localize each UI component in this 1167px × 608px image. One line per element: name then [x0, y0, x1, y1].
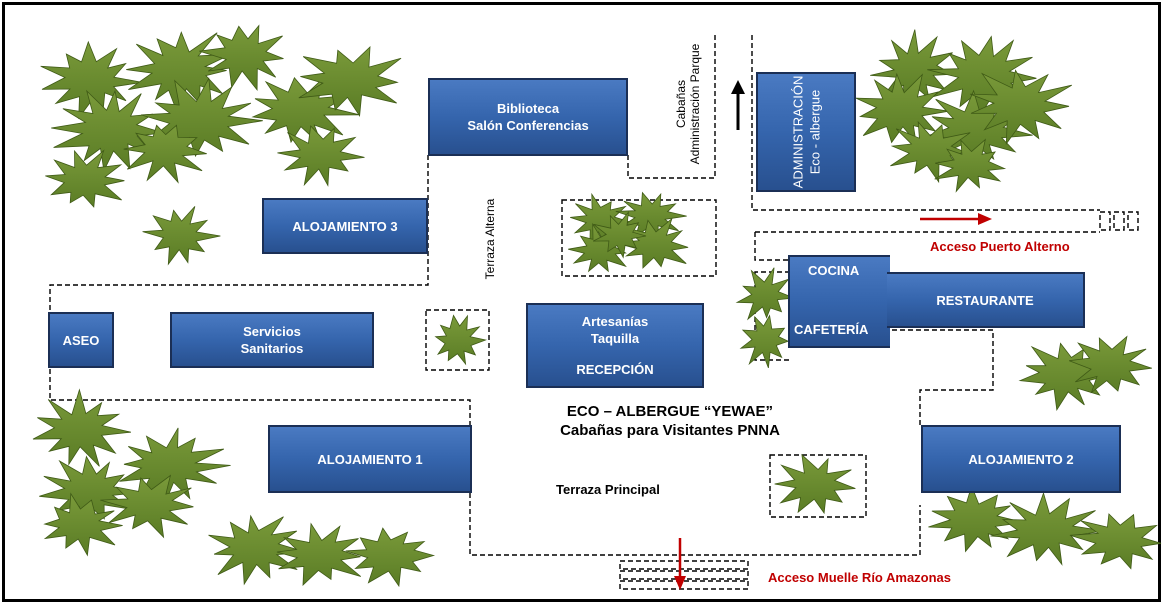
tree-icon — [934, 138, 1007, 193]
tree-icon — [43, 492, 123, 557]
tree-icon — [870, 29, 954, 106]
tree-icon — [739, 314, 790, 369]
building-cocina-cafeteria — [788, 255, 890, 348]
tree-icon — [208, 514, 307, 586]
tree-icon — [123, 124, 207, 184]
trees — [32, 24, 1162, 588]
tree-icon — [1069, 513, 1162, 570]
tree-icon — [142, 206, 221, 266]
north-arrow-icon — [731, 80, 745, 94]
tree-icon — [199, 24, 284, 92]
tree-icon — [434, 314, 488, 366]
tree-icon — [32, 388, 131, 467]
building-aseo: ASEO — [48, 312, 114, 368]
acceso-muelle-label: Acceso Muelle Río Amazonas — [768, 570, 952, 585]
cabanas-administracion-label: Cabañas Administración Parque — [674, 43, 702, 165]
cocina-label: COCINA — [808, 263, 860, 278]
tree-icon — [970, 69, 1073, 146]
tree-icon — [277, 125, 365, 187]
building-alojamiento-1: ALOJAMIENTO 1 — [268, 425, 472, 493]
tree-icon — [592, 211, 647, 259]
tree-icon — [890, 120, 971, 184]
arrow-right-icon — [978, 213, 992, 225]
building-alojamiento-3: ALOJAMIENTO 3 — [262, 198, 428, 254]
tree-icon — [345, 527, 436, 588]
tree-icon — [298, 46, 402, 117]
tree-icon — [990, 491, 1104, 566]
tree-icon — [276, 522, 362, 586]
cafeteria-label: CAFETERÍA — [794, 322, 869, 337]
tree-icon — [119, 427, 231, 501]
tree-icon — [774, 453, 856, 515]
tree-icon — [140, 77, 263, 158]
tree-icon — [1069, 335, 1152, 394]
arrow-down-icon — [674, 576, 686, 590]
building-restaurante: RESTAURANTE — [887, 272, 1085, 328]
tree-icon — [40, 40, 143, 120]
building-alojamiento-2: ALOJAMIENTO 2 — [921, 425, 1121, 493]
access-arrows — [674, 80, 992, 590]
tree-icon — [100, 474, 194, 539]
terraza-alterna-label: Terraza Alterna — [483, 198, 497, 280]
tree-icon — [1018, 342, 1111, 411]
tree-icon — [735, 267, 795, 321]
walkway-paths — [49, 35, 1139, 590]
terraza-principal-label: Terraza Principal — [556, 482, 660, 497]
acceso-puerto-alterno-label: Acceso Puerto Alterno — [930, 239, 1070, 254]
map-title: ECO – ALBERGUE “YEWAE” Cabañas para Visi… — [560, 403, 780, 439]
tree-icon — [928, 484, 1025, 553]
tree-icon — [45, 149, 125, 208]
